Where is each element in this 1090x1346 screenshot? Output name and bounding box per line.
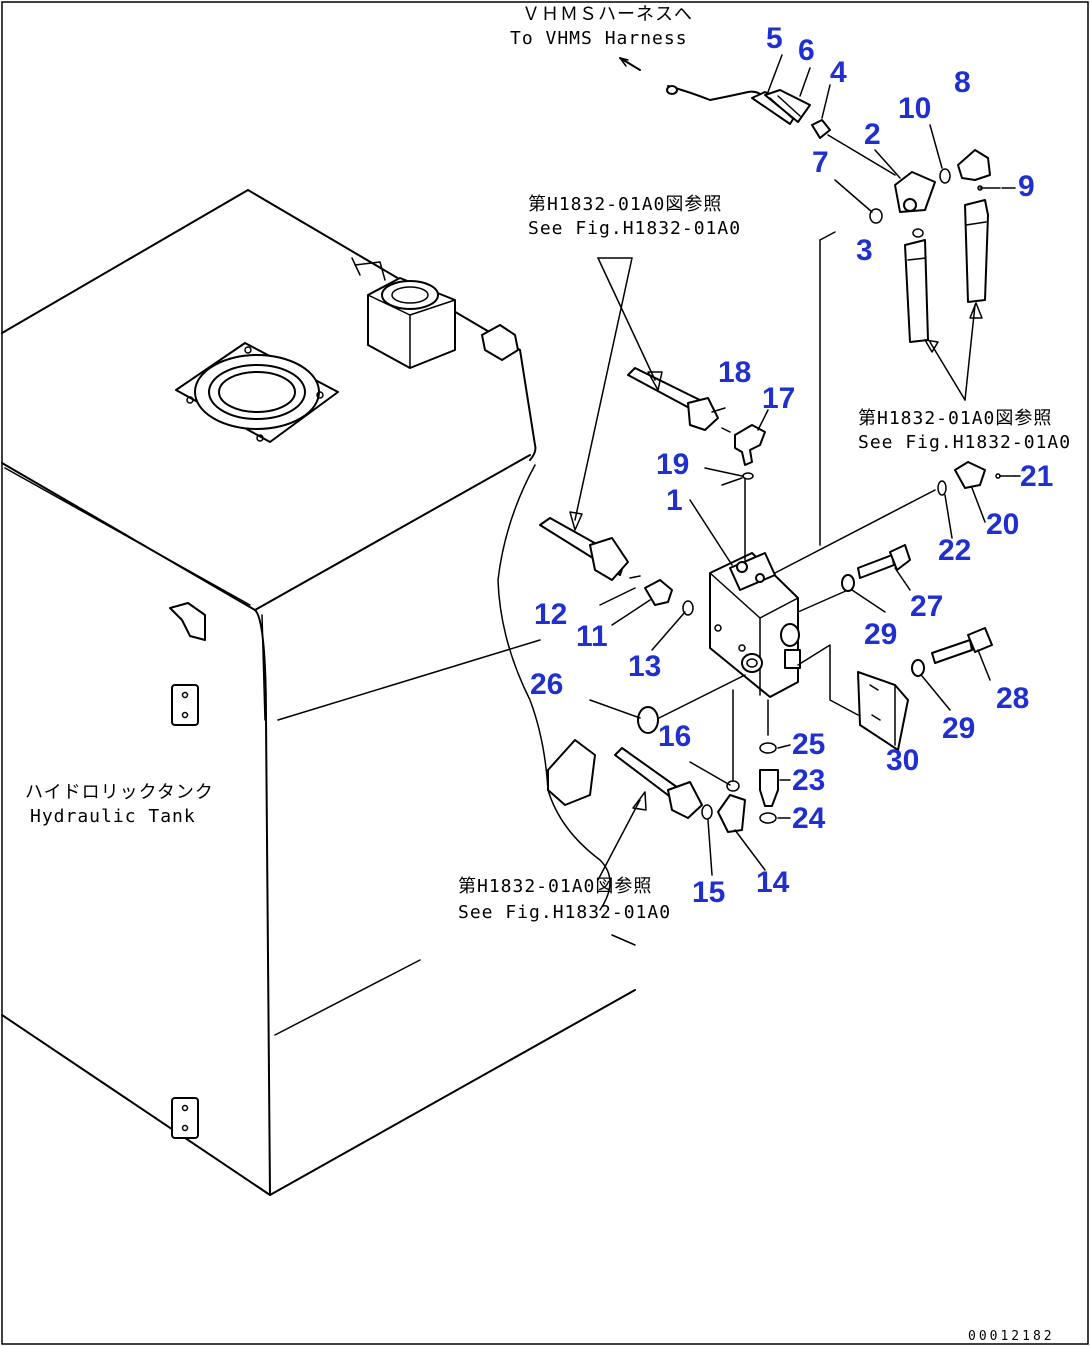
breather-housing (351, 257, 456, 369)
ref-note-bottom-jp: 第H1832-01A0図参照 (458, 876, 652, 897)
callout-25: 25 (792, 728, 825, 761)
callout-8: 8 (954, 66, 971, 99)
ref-note-right-jp: 第H1832-01A0図参照 (858, 408, 1052, 429)
callout-12: 12 (534, 598, 567, 631)
valve-block (654, 477, 936, 781)
ref-note-right-en: See Fig.H1832-01A0 (858, 432, 1071, 453)
callout-30: 30 (886, 744, 919, 777)
callout-17: 17 (762, 382, 795, 415)
tank-handle (169, 602, 206, 641)
filler-port (175, 342, 339, 443)
callout-26: 26 (530, 668, 563, 701)
drawing-code: 00012182 (968, 1329, 1055, 1344)
vhms-note-jp: ＶＨＭＳハーネスへ (522, 4, 693, 25)
callout-11: 11 (576, 620, 608, 653)
callout-6: 6 (798, 34, 815, 67)
tank-label-jp: ハイドロリックタンク (25, 782, 214, 803)
ref-note-top-en: See Fig.H1832-01A0 (528, 218, 741, 239)
callout-10: 10 (898, 92, 931, 125)
ref-note-bottom-en: See Fig.H1832-01A0 (458, 902, 671, 923)
tank-lug-lower (171, 1097, 199, 1139)
callout-18: 18 (718, 356, 751, 389)
callout-7: 7 (812, 146, 829, 179)
callout-23: 23 (792, 764, 825, 797)
fittings (539, 367, 1016, 833)
ref-note-top-jp: 第H1832-01A0図参照 (528, 194, 722, 215)
callout-5: 5 (766, 22, 783, 55)
callout-21: 21 (1020, 460, 1053, 493)
callout-13: 13 (628, 650, 661, 683)
callout-24: 24 (792, 802, 826, 835)
callout-14: 14 (756, 866, 790, 899)
callout-2: 2 (864, 118, 881, 151)
callout-22: 22 (938, 534, 971, 567)
text-notes: ＶＨＭＳハーネスへ To VHMS Harness 第H1832-01A0図参照… (25, 4, 1071, 1344)
callout-1: 1 (666, 484, 683, 517)
callout-16: 16 (658, 720, 691, 753)
tank-label-en: Hydraulic Tank (30, 806, 196, 827)
callout-20: 20 (986, 508, 1019, 541)
callout-29-lower: 29 (942, 712, 975, 745)
callout-19: 19 (656, 448, 689, 481)
callout-15: 15 (692, 876, 725, 909)
callout-28: 28 (996, 682, 1029, 715)
callout-numbers: 1 2 3 4 5 6 7 8 9 10 11 12 13 14 15 16 1… (530, 22, 1053, 909)
callout-3: 3 (856, 234, 873, 267)
callout-29-upper: 29 (864, 618, 897, 651)
callout-9: 9 (1018, 170, 1035, 203)
tank-lug-upper (171, 684, 199, 726)
vhms-note-en: To VHMS Harness (510, 28, 688, 49)
hydraulic-tank (1, 189, 636, 1196)
mounting-bracket (547, 739, 596, 806)
callout-27: 27 (910, 590, 943, 623)
sensor-assembly (619, 57, 1001, 546)
callout-4: 4 (830, 56, 847, 89)
leader-lines (569, 54, 1021, 881)
